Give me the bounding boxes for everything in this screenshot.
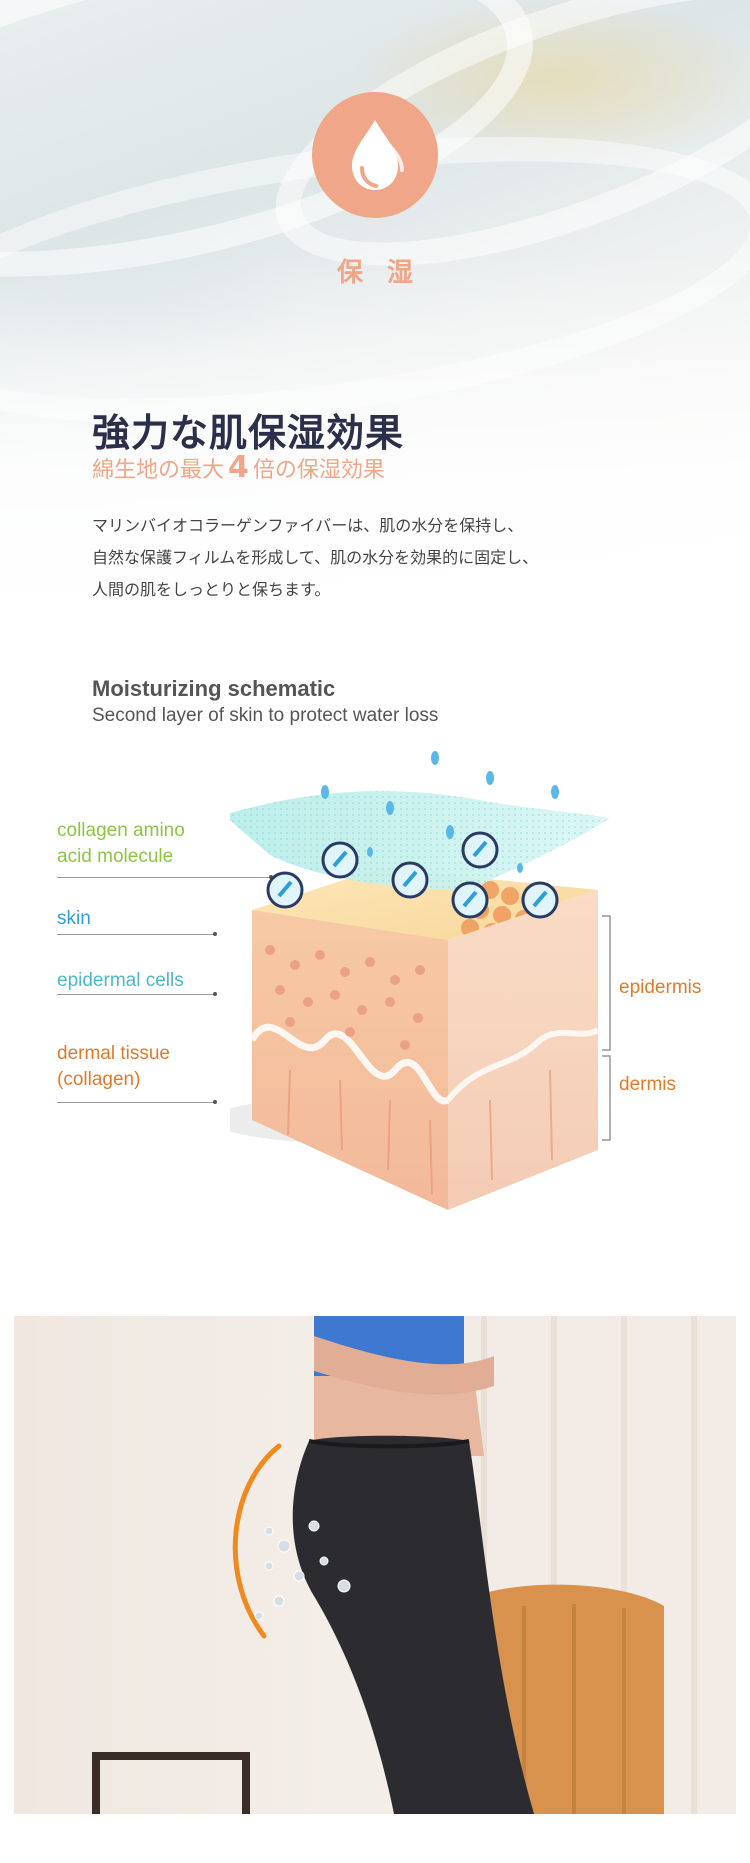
skin-front-face	[252, 910, 448, 1210]
water-drop-icon	[352, 120, 404, 190]
subtitle-suffix: 倍の保湿効果	[252, 458, 385, 483]
leader-dermal	[57, 1100, 217, 1104]
dermis-boundary	[248, 1023, 450, 1105]
water-droplets	[321, 751, 559, 873]
leggings-waistband	[308, 1439, 470, 1449]
leader-skin	[57, 932, 217, 936]
label-collagen: collagen amino acid molecule	[57, 818, 185, 870]
dermis-bracket	[602, 1055, 611, 1141]
skin-top-face	[252, 868, 598, 940]
description-line: 人間の肌をしっとりと保ちます。	[92, 580, 331, 599]
picture-frame	[92, 1752, 250, 1814]
crossed-arms	[314, 1336, 494, 1395]
subtitle-prefix: 綿生地の最大	[92, 458, 225, 483]
label-skin: skin	[57, 908, 91, 929]
black-leggings	[292, 1435, 534, 1814]
leader-collagen	[57, 875, 273, 879]
schematic-subtitle: Second layer of skin to protect water lo…	[92, 705, 439, 726]
description-line: マリンバイオコラーゲンファイバーは、肌の水分を保持し、	[92, 516, 524, 535]
label-collagen-line1: collagen amino	[57, 820, 185, 841]
badge-title: 保湿	[336, 258, 437, 288]
label-dermal-line2: (collagen)	[57, 1069, 141, 1090]
label-epidermis: epidermis	[619, 977, 702, 998]
epidermal-cells	[265, 945, 425, 1050]
label-collagen-line2: acid molecule	[57, 846, 174, 867]
sweat-droplets	[254, 1520, 351, 1621]
description: マリンバイオコラーゲンファイバーは、肌の水分を保持し、 自然な保護フィルムを形成…	[92, 510, 652, 606]
moisture-badge	[312, 92, 438, 218]
skin-layer-diagram	[230, 751, 611, 1210]
leggings-photo	[92, 1316, 736, 1814]
subtitle-number: 4	[228, 450, 249, 485]
description-line: 自然な保護フィルムを形成して、肌の水分を効果的に固定し、	[92, 548, 539, 567]
label-dermal-tissue: dermal tissue (collagen)	[57, 1041, 170, 1093]
dermis-boundary-side	[445, 1027, 600, 1102]
collagen-molecules	[266, 831, 559, 919]
main-title: 強力な肌保湿効果	[92, 411, 405, 455]
leader-epidermal-cells	[57, 992, 217, 996]
label-epidermal-cells: epidermal cells	[57, 970, 184, 991]
schematic-title: Moisturizing schematic	[92, 676, 336, 701]
label-dermal-line1: dermal tissue	[57, 1043, 170, 1064]
product-photo	[14, 1316, 736, 1814]
moisture-arc	[232, 1443, 282, 1639]
torso	[314, 1376, 484, 1456]
dermal-fibers	[287, 1069, 553, 1196]
epidermis-bracket	[602, 915, 611, 1051]
label-dermis: dermis	[619, 1074, 677, 1095]
